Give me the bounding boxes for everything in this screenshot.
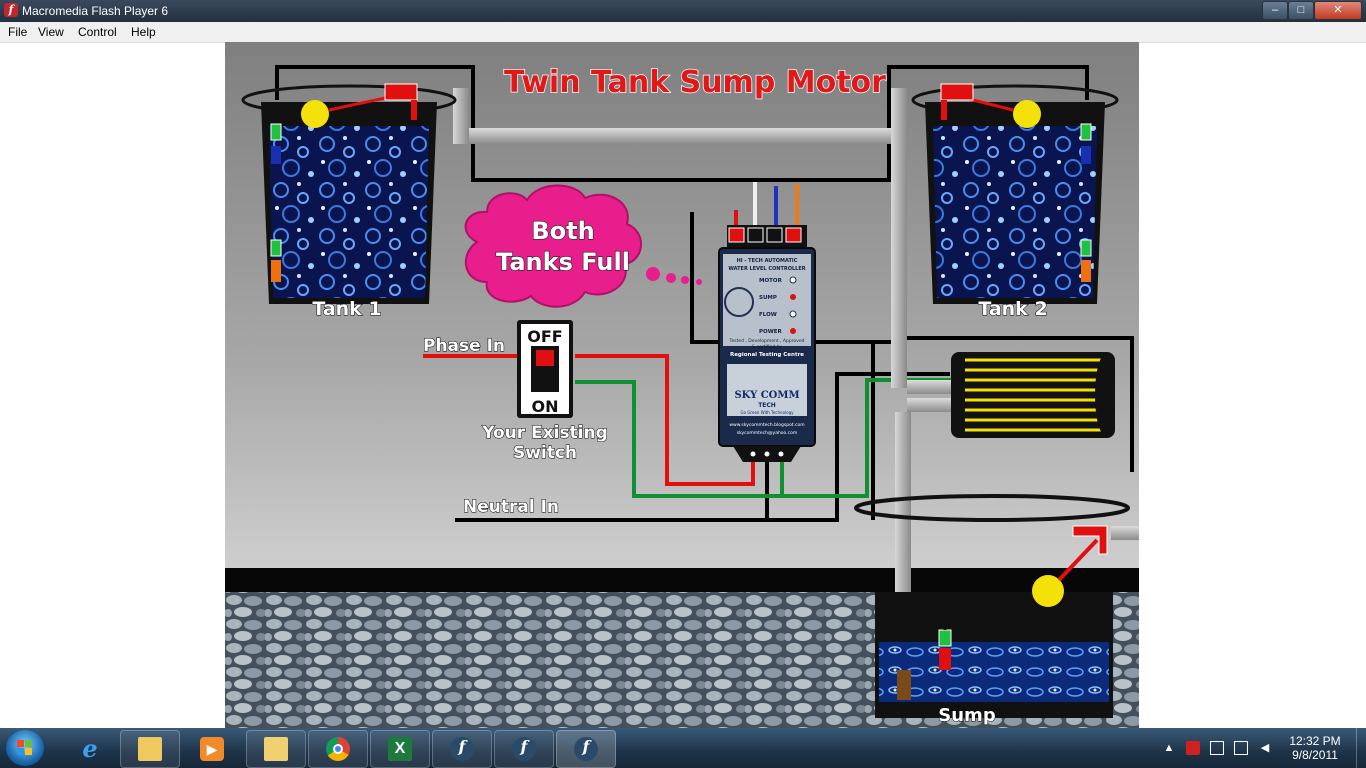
taskbar-media-player[interactable]: ▶ [182,730,242,768]
ground-line [225,568,1139,592]
taskbar-windows-explorer[interactable] [120,730,180,768]
taskbar-excel[interactable]: X [370,730,430,768]
taskbar-internet-explorer[interactable]: e [60,730,120,768]
system-clock[interactable]: 12:32 PM 9/8/2011 [1280,734,1350,762]
tank-1-label: Tank 1 [312,298,381,320]
foot-valve [897,670,911,700]
flash-player-icon: f [450,737,474,761]
menu-control[interactable]: Control [78,25,117,39]
indicator-sump: SUMP [759,295,777,301]
main-riser-pipe [891,88,907,388]
tank-2-label: Tank 2 [978,298,1047,320]
sump-float-switch [1072,525,1108,555]
show-hidden-icons-arrow[interactable]: ▲ [1163,742,1175,754]
status-bubble: Both Tanks Full [464,184,702,308]
tank-2-float-switch [940,83,974,101]
show-desktop-button[interactable] [1356,728,1366,768]
flash-player-icon: f [574,737,598,761]
close-button[interactable]: ✕ [1314,1,1362,20]
tank-1-float-switch [384,83,418,101]
action-center-flag-icon[interactable] [1186,741,1200,755]
water-level-controller: HI - TECH AUTOMATIC WATER LEVEL CONTROLL… [718,225,816,462]
window-titlebar: f Macromedia Flash Player 6 – □ ✕ [0,0,1366,22]
menu-view[interactable]: View [38,25,64,39]
controller-testing-centre: Regional Testing Centre [730,352,804,358]
tank1-inlet-pipe [453,88,469,144]
phase-wiring [423,354,755,486]
flash-stage[interactable]: Twin Tank Sump Motor [225,42,1139,728]
controller-header-2: WATER LEVEL CONTROLLER [728,266,805,272]
switch-caption-line-1: Your Existing [481,423,608,443]
menu-help[interactable]: Help [131,25,156,39]
existing-switch: OFF ON Your Existing Switch [481,320,608,464]
controller-brand-sub: TECH [758,402,776,409]
status-bubble-line-1: Both [531,217,594,245]
sump-tank: Sump [854,494,1130,727]
network-icon[interactable] [1210,741,1224,755]
indicator-motor: MOTOR [759,278,783,284]
menu-file[interactable]: File [8,25,28,39]
controller-brand-tag: Go Green With Technology [741,410,795,415]
tank-2-float-ball [1013,100,1041,128]
controller-maker-1: Tested , Development , Approved [729,338,805,344]
switch-rocker [536,350,554,366]
excel-icon: X [388,737,412,761]
sump-water [879,642,1109,702]
controller-email: skycommtech@yahoo.com [737,430,798,436]
motor-outlet-pipe [907,380,959,394]
tank-1: Tank 1 [241,83,457,321]
clock-date: 9/8/2011 [1292,748,1338,762]
motor-inlet-pipe [907,398,959,412]
sump-float-ball [1032,575,1064,607]
taskbar-outlook[interactable] [246,730,306,768]
windows-orb-icon[interactable] [6,730,44,766]
flash-player-icon: f [512,737,536,761]
volume-muted-icon[interactable]: ◀ [1260,742,1270,754]
indicator-power: POWER [759,329,783,335]
internet-explorer-icon: e [82,734,98,763]
pipes [453,88,1139,692]
menu-bar: File View Control Help [0,22,1366,43]
taskbar-flash-player-1[interactable]: f [432,730,492,768]
controller-indicators: MOTOR SUMP FLOW POWER [759,276,797,335]
switch-on-label: ON [532,397,559,416]
indicator-flow: FLOW [759,312,777,318]
phase-in-label: Phase In [423,336,505,356]
controller-logo-icon [724,287,754,317]
clock-time: 12:32 PM [1289,734,1341,748]
minimize-button[interactable]: – [1262,1,1288,20]
outlook-icon [264,737,288,761]
taskbar-flash-player-3[interactable]: f [556,730,616,768]
tank-2-water [933,126,1097,298]
maximize-button[interactable]: □ [1288,1,1314,20]
media-player-icon: ▶ [200,737,224,761]
status-bubble-line-2: Tanks Full [496,248,630,276]
tank-2: Tank 2 [911,83,1119,321]
taskbar-flash-player-2[interactable]: f [494,730,554,768]
sump-label: Sump [938,705,996,726]
computer-icon[interactable] [1234,741,1248,755]
cross-pipe [463,128,893,144]
overflow-pipe [1111,526,1139,540]
switch-caption-line-2: Switch [513,443,577,463]
windows-explorer-icon [138,737,162,761]
chrome-icon [326,737,350,761]
window-title: Macromedia Flash Player 6 [22,4,169,18]
controller-brand: SKY COMM [734,390,799,401]
controller-header-1: HI - TECH AUTOMATIC [737,258,798,264]
controller-web: www.skycommtech.blogspot.com [729,422,804,428]
sump-motor-animation: Twin Tank Sump Motor [225,42,1139,728]
taskbar-chrome[interactable] [308,730,368,768]
flash-app-icon: f [4,3,18,17]
scene-title: Twin Tank Sump Motor [504,65,886,100]
controller-maker-2: & certified by [752,344,783,350]
sump-motor [951,352,1115,438]
switch-off-label: OFF [527,327,562,346]
neutral-in-label: Neutral In [463,497,559,517]
tank-1-float-ball [301,100,329,128]
tank-1-water [269,126,429,298]
windows-taskbar: e ▶ X f f f ▲ ◀ 12:32 PM 9/8/2011 [0,728,1366,768]
sense-wiring [575,378,960,498]
